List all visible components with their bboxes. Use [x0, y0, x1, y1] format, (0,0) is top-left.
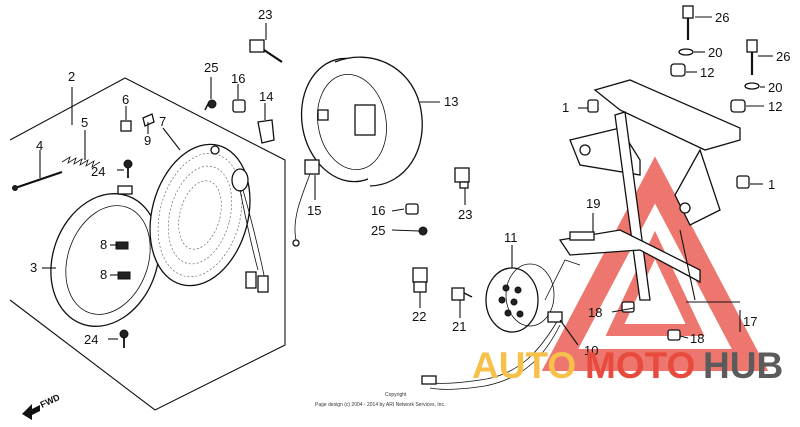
callout-18-right: 18	[690, 331, 704, 346]
bolt-26-right	[746, 39, 758, 75]
fwd-indicator: FWD	[22, 392, 62, 420]
callout-16-mid: 16	[371, 203, 385, 218]
indicator-11	[485, 259, 581, 333]
wire-15	[292, 159, 320, 247]
callout-26-right: 26	[776, 49, 790, 64]
watermark-part-2: MOTO	[585, 345, 695, 386]
bolt-26-top	[682, 5, 694, 40]
callout-23-mid: 23	[458, 207, 472, 222]
screw-4	[12, 170, 63, 191]
clip-9	[142, 113, 155, 127]
callout-16-top: 16	[231, 71, 245, 86]
plate-19	[569, 231, 595, 241]
bolt-23-top	[249, 39, 283, 63]
callout-1-right: 1	[768, 177, 775, 192]
callout-12-top: 12	[700, 65, 714, 80]
callout-14: 14	[259, 89, 273, 104]
callout-24-bottom: 24	[84, 332, 98, 347]
callout-25-mid: 25	[371, 223, 385, 238]
callout-labels: 1 1 2 3 4 5 6 7 8 8 9 10 11 12 12 13 14 …	[30, 7, 790, 358]
callout-21: 21	[452, 319, 466, 334]
callout-17: 17	[743, 314, 757, 329]
watermark-part-3: HUB	[703, 345, 783, 386]
callout-13: 13	[444, 94, 458, 109]
copyright-line-1: Copyright	[385, 392, 407, 398]
bracket-14	[257, 119, 275, 144]
callout-20-right: 20	[768, 80, 782, 95]
watermark-part-1: AUTO	[472, 345, 576, 386]
nut-6	[120, 120, 132, 132]
callout-15: 15	[307, 203, 321, 218]
leader-lines	[39, 16, 773, 346]
screw-24-bottom	[119, 329, 129, 348]
callout-11: 11	[504, 230, 518, 245]
rubber-12-right	[730, 99, 746, 113]
callout-24-top: 24	[91, 164, 105, 179]
callout-26-top: 26	[715, 10, 729, 25]
callout-22: 22	[412, 309, 426, 324]
washer-20-right	[744, 82, 760, 90]
callout-9: 9	[144, 133, 151, 148]
watermark-text: AUTO MOTO HUB	[472, 345, 783, 386]
bolt-23-mid	[454, 167, 470, 189]
callout-19: 19	[586, 196, 600, 211]
callout-4: 4	[36, 138, 43, 153]
callout-12-right: 12	[768, 99, 782, 114]
callout-7: 7	[159, 114, 166, 129]
bracket-assembly	[558, 79, 741, 301]
wire-10	[421, 311, 563, 390]
headlight-unit-7	[149, 143, 269, 293]
headlight-case-13	[300, 56, 423, 187]
callout-3: 3	[30, 260, 37, 275]
washer-20-top	[678, 48, 694, 56]
bolt-21	[451, 287, 473, 301]
bolt-25-top	[204, 99, 217, 111]
copyright-line-2: Page design (c) 2004 - 2014 by ARI Netwo…	[315, 402, 445, 408]
spring-5	[61, 156, 101, 168]
collar-16-top	[232, 99, 246, 113]
callout-25-top: 25	[204, 60, 218, 75]
assembly-outline	[9, 77, 286, 411]
rubber-1-right	[736, 175, 750, 189]
bolt-22	[412, 267, 428, 293]
rubber-1-top	[587, 99, 599, 113]
callout-10: 10	[584, 343, 598, 358]
callout-6: 6	[122, 92, 129, 107]
callout-8-bottom: 8	[100, 267, 107, 282]
headlight-rim-3	[50, 185, 160, 327]
collar-16-mid	[405, 203, 419, 215]
callout-18-left: 18	[588, 305, 602, 320]
callout-5: 5	[81, 115, 88, 130]
bolt-25-mid	[418, 226, 428, 236]
callout-23-top: 23	[258, 7, 272, 22]
rubber-12-top	[670, 63, 686, 77]
callout-1-top: 1	[562, 100, 569, 115]
fwd-label: FWD	[39, 392, 62, 410]
callout-8-top: 8	[100, 237, 107, 252]
collar-18-left	[621, 301, 635, 313]
callout-2: 2	[68, 69, 75, 84]
watermark-logo	[541, 156, 769, 371]
screw-24-top	[123, 159, 133, 178]
collar-18-right	[667, 329, 681, 341]
callout-20-top: 20	[708, 45, 722, 60]
